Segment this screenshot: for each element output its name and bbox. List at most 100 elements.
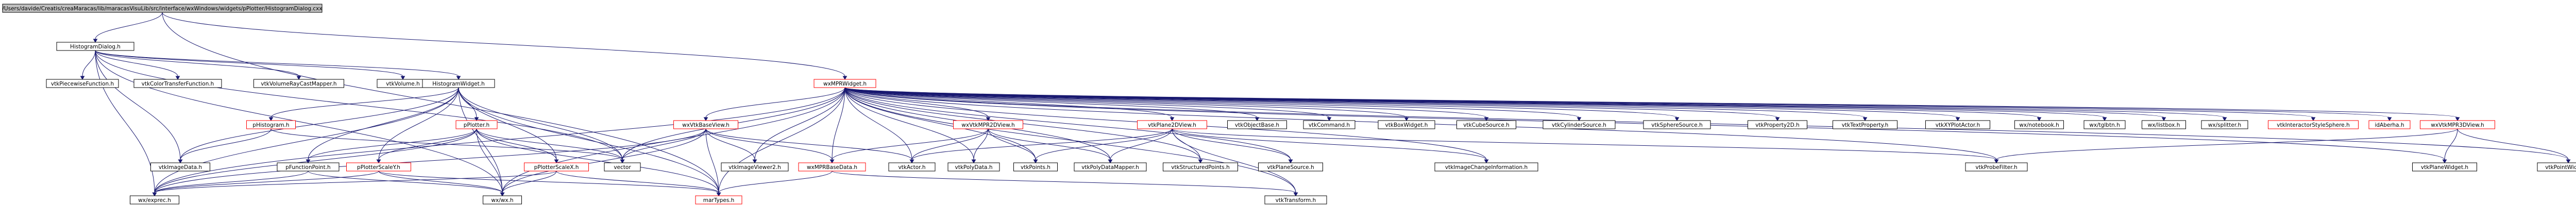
node-vtkstructuredpoints[interactable]: vtkStructuredPoints.h bbox=[1163, 162, 1238, 172]
node-histogramwidget-label: HistogramWidget.h bbox=[432, 81, 484, 87]
node-vtkpointwidget-box bbox=[2537, 162, 2576, 172]
node-wxexprec[interactable]: wx/exprec.h bbox=[130, 195, 179, 205]
node-wxvtkbaseview[interactable]: wxVtkBaseView.h bbox=[673, 120, 738, 129]
node-phistogram[interactable]: pHistogram.h bbox=[246, 120, 296, 129]
edge-root-to-histogramdialog bbox=[93, 12, 163, 43]
edge-wxmpp-to-wxexprec bbox=[152, 87, 845, 196]
node-pfunctionpoint[interactable]: pFunctionPoint.h bbox=[277, 162, 340, 172]
node-vtkpointwidget[interactable]: vtkPointWidget.h bbox=[2537, 162, 2576, 172]
node-vtkimageviewer2[interactable]: vtkImageViewer2.h bbox=[721, 162, 789, 172]
node-vtkactor[interactable]: vtkActor.h bbox=[888, 162, 936, 172]
node-pfunctionpoint-label: pFunctionPoint.h bbox=[285, 164, 330, 171]
node-vtkplanesource[interactable]: vtkPlaneSource.h bbox=[1258, 162, 1323, 172]
node-vtkpiecewise-box bbox=[46, 79, 119, 88]
node-vtkplane2dview[interactable]: vtkPlane2DView.h bbox=[1137, 120, 1207, 129]
node-pplotterscalex[interactable]: pPlotterScaleX.h bbox=[524, 162, 589, 172]
node-vtktransform-label: vtkTransform.h bbox=[1276, 197, 1316, 204]
node-vtkvolume[interactable]: vtkVolume.h bbox=[377, 79, 429, 88]
node-vtkproperty2d-label: vtkProperty2D.h bbox=[1755, 122, 1800, 128]
node-vtkactor-box bbox=[888, 162, 936, 172]
node-vtkspheresource[interactable]: vtkSphereSource.h bbox=[1643, 120, 1711, 129]
node-vtkpoints-label: vtkPoints.h bbox=[1021, 164, 1050, 171]
node-wxwx[interactable]: wx/wx.h bbox=[483, 195, 522, 205]
edge-wxmpp-to-wxvtkmpr2dview bbox=[844, 87, 991, 121]
edge-wxmpp-to-vtkspheresource bbox=[844, 87, 1680, 121]
node-vtkxyplotactor-label: vtkXYPlotActor.h bbox=[1936, 122, 1980, 128]
node-vtkobjectbase[interactable]: vtkObjectBase.h bbox=[1227, 120, 1287, 129]
node-vtkcubesource[interactable]: vtkCubeSource.h bbox=[1456, 120, 1516, 129]
node-vtkcommand-box bbox=[1303, 120, 1355, 129]
node-vtkcubesource-label: vtkCubeSource.h bbox=[1463, 122, 1510, 128]
node-vtkpolydatamapper[interactable]: vtkPolyDataMapper.h bbox=[1074, 162, 1147, 172]
node-vtkimagechangeinfo[interactable]: vtkImageChangeInformation.h bbox=[1434, 162, 1538, 172]
node-wxlistbox[interactable]: wx/listbox.h bbox=[2142, 120, 2186, 129]
node-vtkinteractorstyle[interactable]: vtkInteractorStyleSphere.h bbox=[2268, 120, 2359, 129]
node-vtkxyplotactor[interactable]: vtkXYPlotActor.h bbox=[1925, 120, 1990, 129]
node-vtkboxwidget-box bbox=[1378, 120, 1435, 129]
node-wxnotebook-box bbox=[2014, 120, 2064, 129]
node-wxmprbasedata-label: wxMPRBaseData.h bbox=[807, 164, 857, 171]
edge-histogramdialog-to-vtkpiecewise bbox=[80, 50, 96, 80]
node-vtkproperty2d[interactable]: vtkProperty2D.h bbox=[1748, 120, 1807, 129]
node-pplotterscaley[interactable]: pPlotterScaleY.h bbox=[346, 162, 411, 172]
edge-pplotterscalex-to-martypes bbox=[556, 171, 721, 196]
node-vtkcommand-label: vtkCommand.h bbox=[1309, 122, 1350, 128]
node-idaberha-label: idAberha.h bbox=[2375, 122, 2404, 128]
node-vtkimagechangeinfo-box bbox=[1434, 162, 1538, 172]
node-vtkimageviewer2-box bbox=[721, 162, 789, 172]
node-vector[interactable]: vector bbox=[604, 162, 641, 172]
node-vtkcolortransfer[interactable]: vtkColorTransferFunction.h bbox=[133, 79, 222, 88]
node-wxvtkmpr2dview[interactable]: wxVtkMPR2DView.h bbox=[953, 120, 1023, 129]
node-vtkimagedata[interactable]: vtkImageData.h bbox=[150, 162, 210, 172]
node-wxvtkmpr3dview[interactable]: wxVtkMPR3DView.h bbox=[2420, 120, 2495, 129]
node-vtkplanesource-label: vtkPlaneSource.h bbox=[1267, 164, 1314, 171]
node-martypes[interactable]: marTypes.h bbox=[695, 195, 742, 205]
edge-histogramdialog-to-vtkcolortransfer bbox=[95, 50, 180, 80]
node-vtkprobefilter[interactable]: vtkProbeFilter.h bbox=[1965, 162, 2028, 172]
node-vtkpolydata[interactable]: vtkPolyData.h bbox=[947, 162, 1000, 172]
node-wxsplitter[interactable]: wx/splitter.h bbox=[2201, 120, 2248, 129]
node-wxvtkbaseview-box bbox=[673, 120, 738, 129]
node-idaberha[interactable]: idAberha.h bbox=[2368, 120, 2411, 129]
node-histogramdialog[interactable]: HistogramDialog.h bbox=[56, 42, 134, 51]
node-wxtglbtn[interactable]: wx/tglbtn.h bbox=[2083, 120, 2126, 129]
node-vtktransform[interactable]: vtkTransform.h bbox=[1264, 195, 1327, 205]
node-pplotter[interactable]: pPlotter.h bbox=[455, 120, 498, 129]
node-vtkplane2dview-label: vtkPlane2DView.h bbox=[1148, 122, 1196, 128]
node-vtkpolydata-label: vtkPolyData.h bbox=[955, 164, 993, 171]
node-wxmprbasedata[interactable]: wxMPRBaseData.h bbox=[798, 162, 866, 172]
node-vtktextproperty[interactable]: vtkTextProperty.h bbox=[1833, 120, 1897, 129]
node-root-label: /Users/davide/Creatis/creaMaracas/lib/ma… bbox=[2, 6, 322, 12]
edge-vtkplane2dview-to-vtkpoints bbox=[1033, 128, 1173, 163]
node-vtkcylindersource[interactable]: vtkCylinderSource.h bbox=[1543, 120, 1616, 129]
node-vtkimagedata-label: vtkImageData.h bbox=[159, 164, 202, 171]
edge-vtkplane2dview-to-vtkactor bbox=[909, 128, 1173, 163]
node-histogramwidget[interactable]: HistogramWidget.h bbox=[422, 79, 495, 88]
edge-wxvtkbaseview-to-vtkimageviewer2 bbox=[705, 128, 757, 163]
node-phistogram-label: pHistogram.h bbox=[252, 122, 289, 128]
edge-pplotter-to-wxwx bbox=[476, 128, 505, 196]
node-wxtglbtn-label: wx/tglbtn.h bbox=[2089, 122, 2120, 128]
edge-pplotterscalex-to-wxwx bbox=[500, 171, 557, 196]
edge-wxmpp-to-vtkplane2dview bbox=[844, 87, 1175, 121]
node-vtkxyplotactor-box bbox=[1925, 120, 1990, 129]
node-vtkboxwidget[interactable]: vtkBoxWidget.h bbox=[1378, 120, 1435, 129]
node-vtkcylindersource-box bbox=[1543, 120, 1616, 129]
node-vtkpoints[interactable]: vtkPoints.h bbox=[1013, 162, 1058, 172]
node-wxmpp[interactable]: wxMPRWidget.h bbox=[814, 79, 876, 88]
edge-pplotter-to-pplotterscalex bbox=[476, 128, 559, 163]
node-pplotter-box bbox=[455, 120, 498, 129]
edge-wxvtkmpr3dview-to-vtkprobefilter bbox=[1994, 128, 2458, 163]
node-wxexprec-label: wx/exprec.h bbox=[138, 197, 171, 204]
node-vtkvolumeray[interactable]: vtkVolumeRayCastMapper.h bbox=[253, 79, 344, 88]
node-vtkpiecewise[interactable]: vtkPiecewiseFunction.h bbox=[46, 79, 119, 88]
edge-histogramdialog-to-vtkvolume bbox=[95, 50, 405, 80]
edge-wxmpp-to-wxvtkmpr3dview bbox=[844, 87, 2460, 121]
node-vector-label: vector bbox=[614, 164, 631, 171]
node-root[interactable]: /Users/davide/Creatis/creaMaracas/lib/ma… bbox=[2, 4, 323, 13]
node-wxnotebook[interactable]: wx/notebook.h bbox=[2014, 120, 2064, 129]
node-vtkvolume-label: vtkVolume.h bbox=[386, 81, 419, 87]
node-vtkplanewidget[interactable]: vtkPlaneWidget.h bbox=[2412, 162, 2477, 172]
node-wxexprec-box bbox=[130, 195, 179, 205]
node-vtkcommand[interactable]: vtkCommand.h bbox=[1303, 120, 1355, 129]
